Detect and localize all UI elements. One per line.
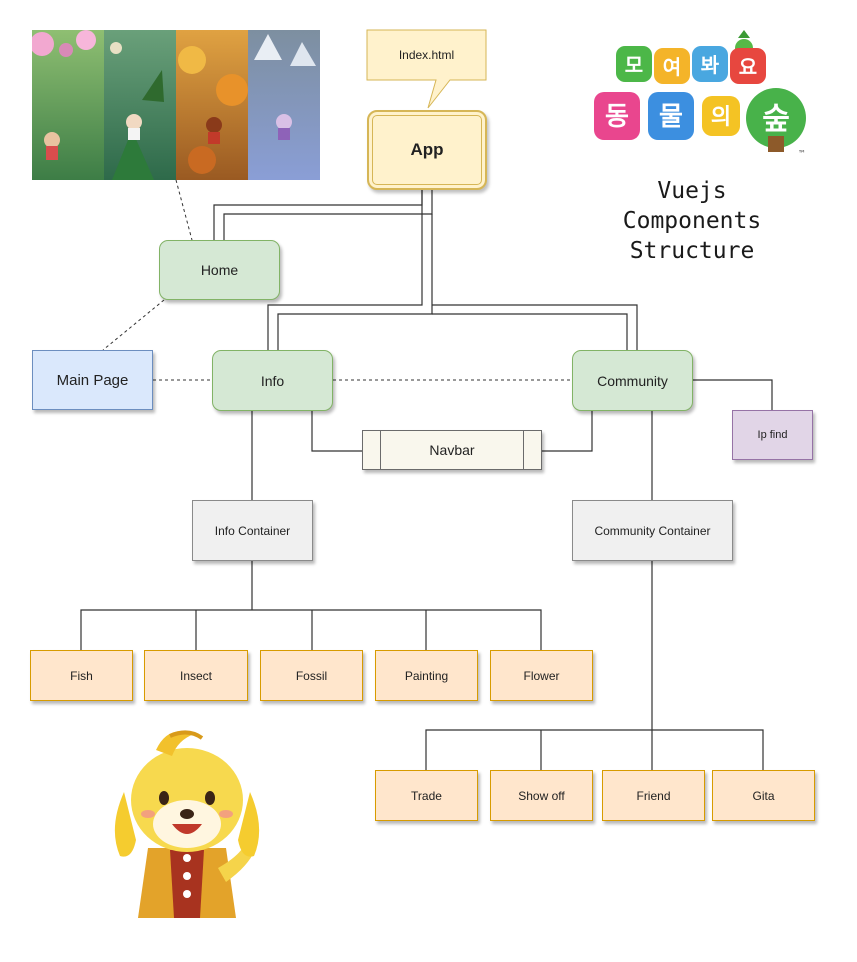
gita-node: Gita <box>712 770 815 821</box>
navbar-right-divider <box>523 431 524 469</box>
logo-char-2: 여 <box>663 55 681 79</box>
diagram-title: Vuejs Components Structure <box>606 176 778 266</box>
info-container-node: Info Container <box>192 500 313 561</box>
fossil-node: Fossil <box>260 650 363 701</box>
friend-node: Friend <box>602 770 705 821</box>
logo-char-6: 물 <box>659 102 683 132</box>
community-container-node: Community Container <box>572 500 733 561</box>
logo-char-7: 의 <box>711 105 731 130</box>
app-community-link-inner <box>432 313 628 350</box>
title-line-1: Vuejs <box>657 178 727 204</box>
logo-char-4: 요 <box>739 55 757 79</box>
insect-node: Insect <box>144 650 248 701</box>
main-page-node: Main Page <box>32 350 153 410</box>
flower-node: Flower <box>490 650 593 701</box>
game-screenshot-collage <box>32 30 320 180</box>
logo-char-1: 모 <box>625 53 643 77</box>
home-node: Home <box>159 240 280 300</box>
screenshot-home-dash <box>175 179 193 241</box>
ip-find-node: Ip find <box>732 410 813 460</box>
trademark-mark: ™ <box>798 149 806 158</box>
title-line-2: Components <box>622 208 762 234</box>
app-home-link-outer <box>213 190 423 240</box>
app-info-link-inner <box>277 214 433 350</box>
index-html-callout: Index.html <box>398 48 455 62</box>
game-logo: 모 여 봐 요 동 물 의 숲 ™ <box>594 30 806 158</box>
navbar-node: Navbar <box>362 430 542 470</box>
app-community-link-outer <box>432 304 638 350</box>
community-navbar-link <box>542 411 593 452</box>
index-callout-shape <box>366 29 487 109</box>
community-tree-links <box>425 561 764 770</box>
app-info-link-outer <box>267 190 423 350</box>
fish-node: Fish <box>30 650 133 701</box>
show-off-node: Show off <box>490 770 593 821</box>
navbar-label: Navbar <box>429 442 475 458</box>
title-line-3: Structure <box>629 238 755 264</box>
navbar-left-divider <box>380 431 381 469</box>
info-navbar-link <box>311 411 362 452</box>
community-ipfind-link <box>693 379 773 410</box>
app-node: App <box>367 110 487 190</box>
info-node: Info <box>212 350 333 411</box>
isabelle-character-illustration <box>114 730 260 918</box>
painting-node: Painting <box>375 650 478 701</box>
info-tree-links <box>80 561 542 650</box>
app-home-link-inner <box>223 190 433 240</box>
logo-char-8: 숲 <box>762 102 790 137</box>
trade-node: Trade <box>375 770 478 821</box>
logo-char-5: 동 <box>605 102 629 132</box>
logo-char-3: 봐 <box>701 53 720 77</box>
community-node: Community <box>572 350 693 411</box>
home-mainpage-dash <box>102 299 165 351</box>
